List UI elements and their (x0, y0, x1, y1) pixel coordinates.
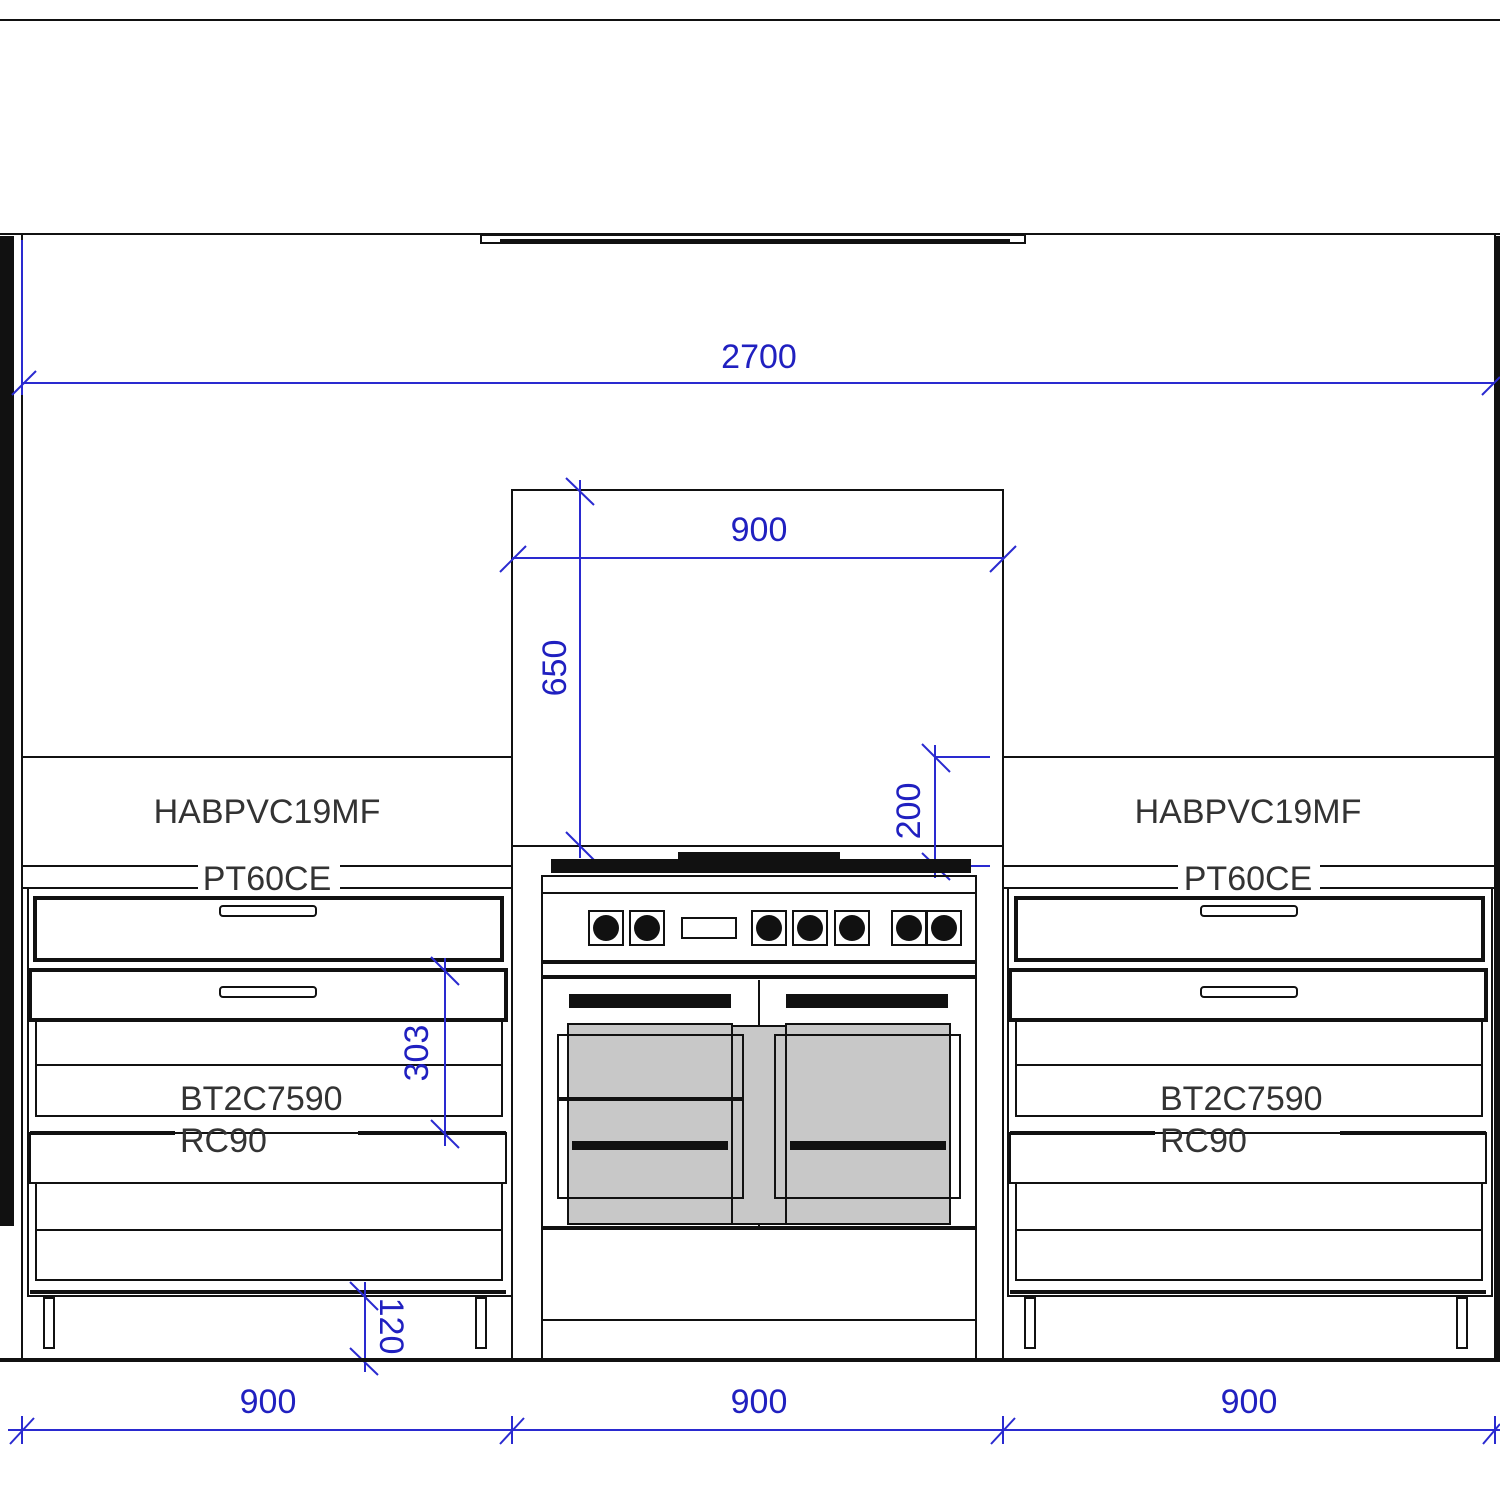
splashback (511, 489, 1004, 847)
dimension-bottom (8, 1416, 1500, 1445)
right-cabinet-label-1: BT2C7590 (1160, 1080, 1323, 1118)
dimension-label-bottom-right: 900 (1221, 1383, 1278, 1421)
right-oven-window (785, 1023, 951, 1225)
right-worktop-label: PT60CE (1184, 860, 1313, 898)
dimension-overall-width (11, 240, 1500, 396)
dimension-label-plinth-height: 120 (372, 1298, 410, 1355)
dimension-drawer-height (430, 956, 460, 1149)
left-base-unit (22, 756, 513, 1349)
dimension-label-hob-gap: 200 (890, 783, 928, 840)
left-cabinet-label-2: RC90 (180, 1122, 267, 1160)
dimension-label-drawer-height: 303 (398, 1025, 436, 1082)
right-base-unit (1003, 756, 1495, 1349)
left-panel-label: HABPVC19MF (154, 793, 381, 831)
range-cooker (511, 846, 1004, 1361)
tall-unit-edge (0, 236, 14, 1226)
control-knobs (588, 910, 962, 946)
right-panel-label: HABPVC19MF (1135, 793, 1362, 831)
right-unit-edge (1496, 236, 1500, 1360)
dimension-splashback-width (499, 545, 1017, 573)
dimension-splashback-height (565, 477, 595, 861)
dimension-label-bottom-left: 900 (240, 1383, 297, 1421)
left-oven-window (567, 1023, 733, 1225)
dimension-label-splashback-height: 650 (536, 640, 574, 697)
right-cabinet-label-2: RC90 (1160, 1122, 1247, 1160)
cooker-hood (480, 234, 1026, 244)
dimension-label-splashback-width: 900 (731, 511, 788, 549)
left-worktop-label: PT60CE (203, 860, 332, 898)
dimension-label-bottom-center: 900 (731, 1383, 788, 1421)
display-panel (681, 917, 737, 939)
dimension-label-overall: 2700 (721, 338, 797, 376)
left-cabinet-label-1: BT2C7590 (180, 1080, 343, 1118)
